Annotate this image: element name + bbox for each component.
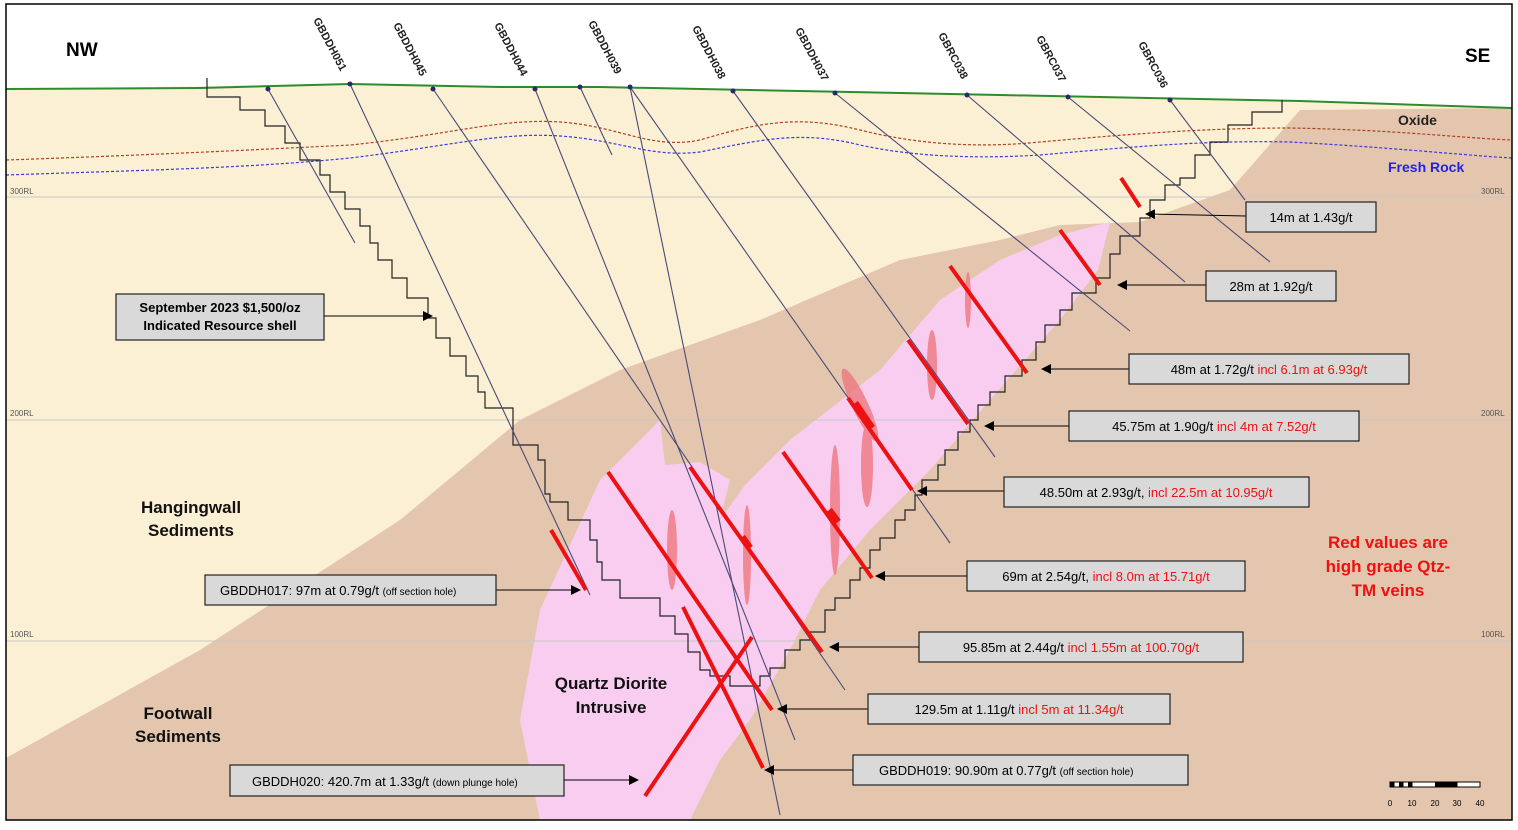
- svg-text:GBDDH019: 90.90m at 0.77g/t (o: GBDDH019: 90.90m at 0.77g/t (off section…: [879, 763, 1133, 778]
- footwall-label-line1: Footwall: [144, 704, 213, 723]
- leader-arrows: [324, 209, 1247, 785]
- footwall-label-line2: Sediments: [135, 727, 221, 746]
- svg-text:48m at 1.72g/t incl 6.1m at 6.: 48m at 1.72g/t incl 6.1m at 6.93g/t: [1171, 362, 1368, 377]
- hole-gbddh037-trace: [732, 90, 996, 458]
- rl-label-300-left: 300RL: [10, 187, 34, 196]
- off-section-labels: GBDDH017: 97m at 0.79g/t (off section ho…: [204, 574, 1189, 797]
- resource-shell-outline: [206, 78, 1283, 687]
- hole-gbrc036-trace: [1067, 96, 1271, 263]
- hole-gbddh039-trace: [534, 88, 796, 741]
- rl-label-100-left: 100RL: [10, 630, 34, 639]
- unit-labels: Hangingwall Sediments Footwall Sediments…: [135, 498, 667, 746]
- svg-text:GBDDH020: 420.7m at 1.33g/t (d: GBDDH020: 420.7m at 1.33g/t (down plunge…: [252, 774, 518, 789]
- rl-labels: 300RL 300RL 200RL 200RL 100RL 100RL: [10, 187, 1505, 639]
- svg-text:10: 10: [1408, 799, 1417, 808]
- intercept-box-3: 48m at 1.72g/t incl 6.1m at 6.93g/t: [1128, 353, 1410, 385]
- topographic-surface-line: [6, 82, 1512, 109]
- oxide-label: Oxide: [1398, 112, 1437, 128]
- svg-text:129.5m at 1.11g/t incl 5m at 1: 129.5m at 1.11g/t incl 5m at 11.34g/t: [914, 702, 1123, 717]
- rl-label-300-right: 300RL: [1481, 187, 1505, 196]
- intercept-box-7: 95.85m at 2.44g/t incl 1.55m at 100.70g/…: [918, 631, 1244, 663]
- svg-text:45.75m at 1.90g/t incl 4m at 7: 45.75m at 1.90g/t incl 4m at 7.52g/t: [1112, 419, 1316, 434]
- svg-text:95.85m at 2.44g/t incl 1.55m a: 95.85m at 2.44g/t incl 1.55m at 100.70g/…: [963, 640, 1200, 655]
- hole-gbrc037-trace: [966, 94, 1186, 283]
- svg-text:14m at 1.43g/t: 14m at 1.43g/t: [1269, 210, 1352, 225]
- hangingwall-label-line1: Hangingwall: [141, 498, 241, 517]
- hole-short-trace: [1169, 99, 1246, 201]
- svg-text:40: 40: [1476, 799, 1485, 808]
- scale-bar: 0 10 20 30 40: [1388, 781, 1485, 808]
- rl-label-100-right: 100RL: [1481, 630, 1505, 639]
- intercept-box-4: 45.75m at 1.90g/t incl 4m at 7.52g/t: [1068, 410, 1360, 442]
- svg-text:30: 30: [1453, 799, 1462, 808]
- gbddh017-box: GBDDH017: 97m at 0.79g/t (off section ho…: [204, 574, 497, 606]
- svg-text:GBDDH017: 97m at 0.79g/t (off: GBDDH017: 97m at 0.79g/t (off section ho…: [220, 583, 456, 598]
- se-label: SE: [1465, 46, 1490, 67]
- rl-label-200-right: 200RL: [1481, 409, 1505, 418]
- svg-text:69m at 2.54g/t, incl 8.0m at 1: 69m at 2.54g/t, incl 8.0m at 15.71g/t: [1002, 569, 1210, 584]
- intercept-box-6: 69m at 2.54g/t, incl 8.0m at 15.71g/t: [966, 560, 1246, 592]
- hangingwall-label-line2: Sediments: [148, 521, 234, 540]
- svg-text:September 2023 $1,500/oz: September 2023 $1,500/oz: [139, 300, 301, 315]
- red-intervals: [549, 176, 1142, 798]
- hole-gbddh051-trace: [267, 88, 356, 244]
- intercept-labels: 14m at 1.43g/t 28m at 1.92g/t 48m at 1.7…: [867, 201, 1410, 725]
- quartz-diorite-intrusive-area: [520, 222, 1110, 820]
- hole-gbrc038-trace: [834, 92, 1131, 332]
- svg-text:0: 0: [1388, 799, 1393, 808]
- intercept-box-8: 129.5m at 1.11g/t incl 5m at 11.34g/t: [867, 693, 1171, 725]
- hole-gbddh045-trace: [349, 83, 591, 596]
- rl-label-200-left: 200RL: [10, 409, 34, 418]
- svg-text:Indicated Resource shell: Indicated Resource shell: [143, 318, 296, 333]
- figure-frame: [5, 3, 1513, 821]
- oxide-boundary-line: [6, 120, 1512, 161]
- svg-text:Red values are: Red values are: [1328, 533, 1448, 552]
- svg-text:28m at 1.92g/t: 28m at 1.92g/t: [1229, 279, 1312, 294]
- intrusive-label-line1: Quartz Diorite: [555, 674, 667, 693]
- gbddh019-box: GBDDH019: 90.90m at 0.77g/t (off section…: [852, 754, 1189, 786]
- svg-text:20: 20: [1431, 799, 1440, 808]
- svg-text:TM veins: TM veins: [1352, 581, 1425, 600]
- thick-red-intervals: [739, 401, 875, 551]
- high-grade-note: Red values are high grade Qtz- TM veins: [1326, 533, 1451, 600]
- collar-dots: [265, 81, 1173, 103]
- intercept-box-5: 48.50m at 2.93g/t, incl 22.5m at 10.95g/…: [1003, 476, 1310, 508]
- hole-gbddh019-trace: [579, 86, 613, 156]
- nw-label: NW: [66, 40, 98, 61]
- fresh-rock-label: Fresh Rock: [1388, 159, 1464, 175]
- intercept-box-1: 14m at 1.43g/t: [1245, 201, 1377, 233]
- svg-text:48.50m at 2.93g/t, incl 22.5m: 48.50m at 2.93g/t, incl 22.5m at 10.95g/…: [1040, 485, 1273, 500]
- intercept-box-2: 28m at 1.92g/t: [1205, 270, 1337, 302]
- gbddh020-box: GBDDH020: 420.7m at 1.33g/t (down plunge…: [229, 764, 565, 797]
- intrusive-label-line2: Intrusive: [576, 698, 647, 717]
- hole-extra-deep-trace: [629, 86, 781, 816]
- resource-shell-label: September 2023 $1,500/oz Indicated Resou…: [115, 293, 325, 341]
- svg-text:high grade Qtz-: high grade Qtz-: [1326, 557, 1451, 576]
